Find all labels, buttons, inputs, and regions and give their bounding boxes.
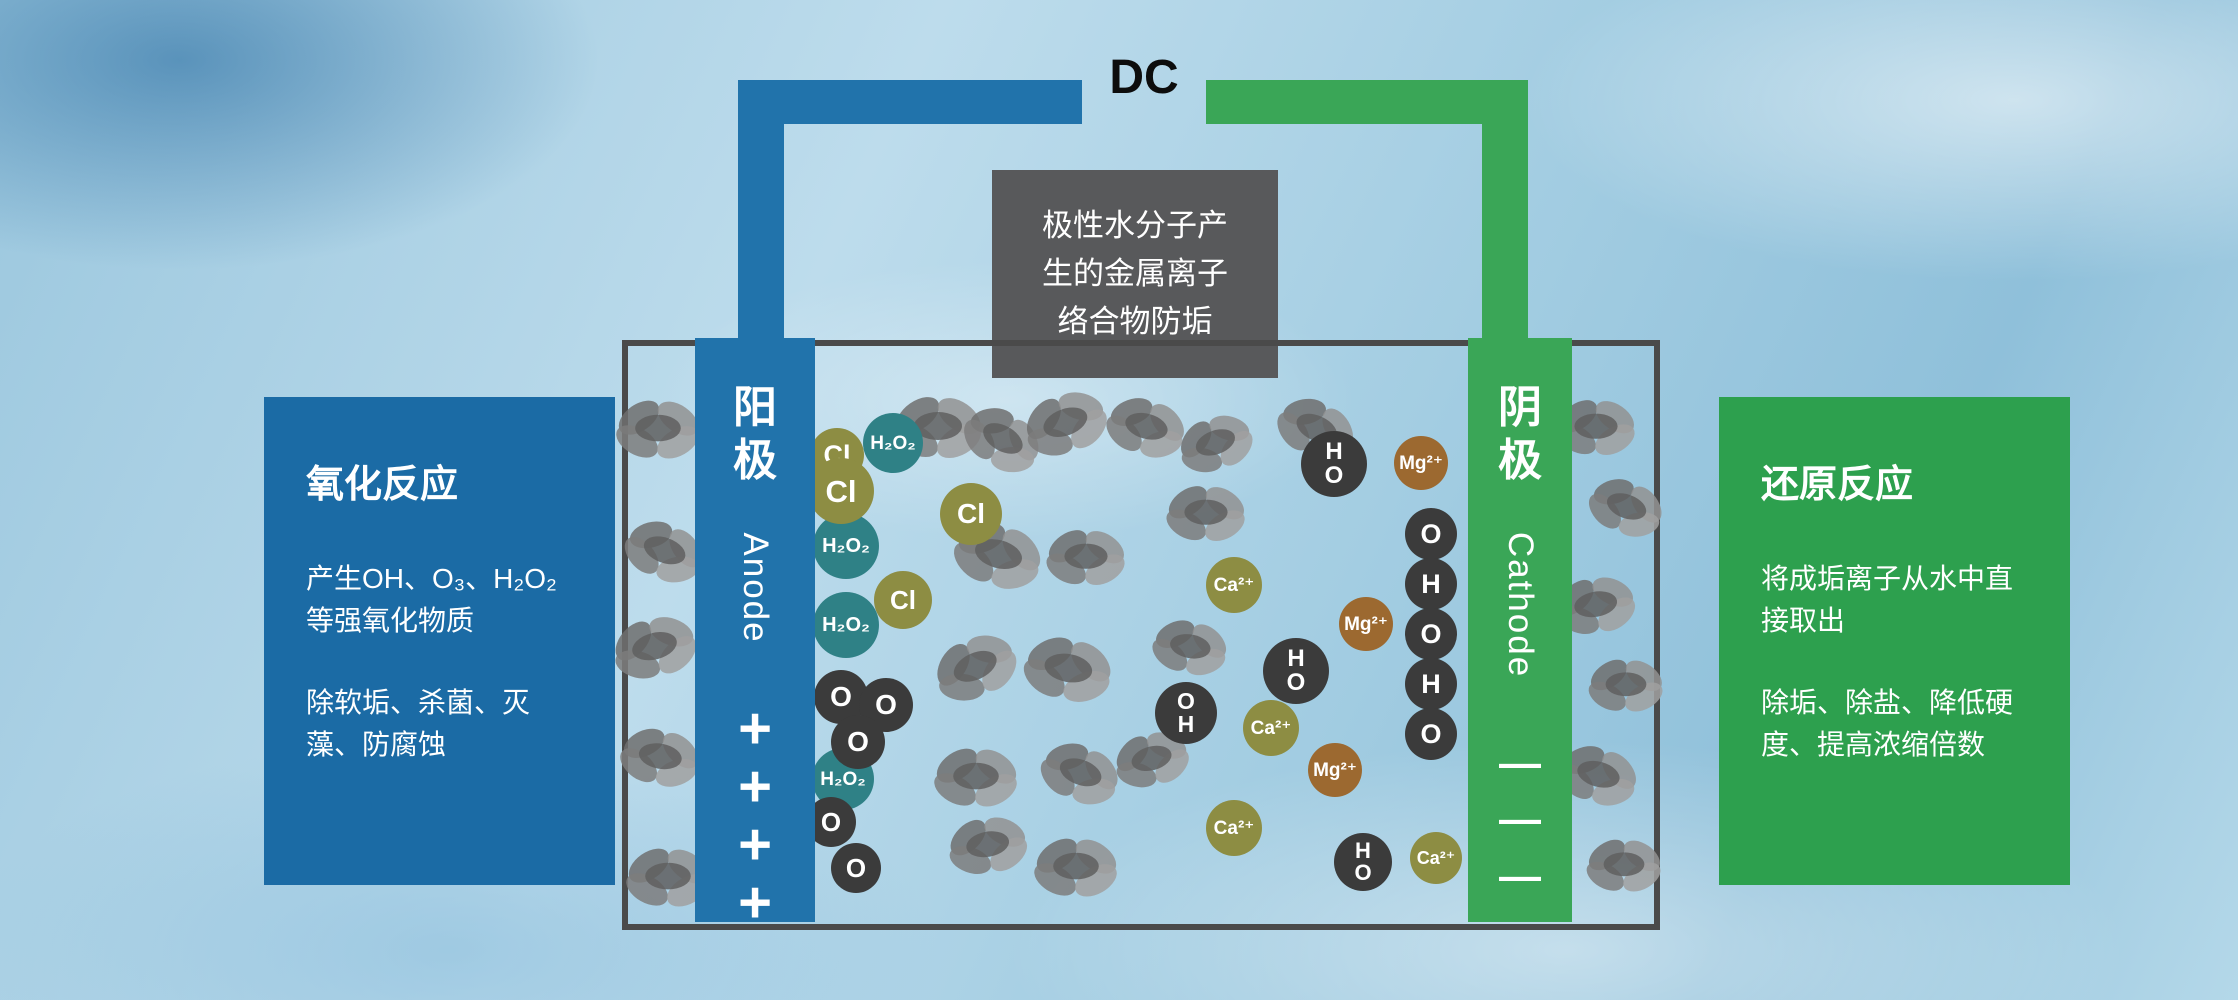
electrode-symbol: + [738, 753, 772, 819]
dc-wire-cathode-horizontal [1206, 80, 1528, 124]
oxidation-panel: 氧化反应 产生OH、O₃、H₂O₂等强氧化物质 除软垢、杀菌、灭藻、防腐蚀 [264, 397, 615, 885]
reduction-panel: 还原反应 将成垢离子从水中直接取出 除垢、除盐、降低硬度、提高浓缩倍数 [1719, 397, 2070, 885]
anode-electrode: 阳极 Anode ++++ [695, 338, 815, 922]
cathode-minus-symbols: — — — — [1499, 735, 1541, 922]
oxidation-title: 氧化反应 [306, 464, 459, 506]
anode-label-en-wrap: Anode [695, 488, 815, 688]
electrode-symbol: — [1499, 795, 1541, 843]
note-box: 极性水分子产 生的金属离子 络合物防垢 [992, 170, 1278, 378]
dc-wire-anode-horizontal [738, 80, 1082, 124]
dc-wire-anode-vertical [738, 80, 784, 346]
dc-label: DC [1109, 51, 1179, 104]
oxidation-body-2: 除软垢、杀菌、灭藻、防腐蚀 [306, 687, 531, 760]
reduction-title: 还原反应 [1761, 464, 1914, 506]
note-text: 极性水分子产 生的金属离子 络合物防垢 [1042, 207, 1228, 340]
cathode-label-en-wrap: Cathode [1468, 488, 1572, 723]
electrode-symbol: — [1499, 738, 1541, 786]
reduction-body-1: 将成垢离子从水中直接取出 [1761, 563, 2014, 636]
electrode-symbol: + [738, 869, 772, 922]
electrode-symbol: + [738, 811, 772, 877]
dc-wire-cathode-vertical [1482, 80, 1528, 346]
electrode-symbol: — [1499, 905, 1541, 922]
electrode-symbol: — [1499, 851, 1541, 899]
reduction-body-2: 除垢、除盐、降低硬度、提高浓缩倍数 [1761, 687, 2014, 760]
anode-label-cn: 阳极 [733, 383, 777, 485]
cathode-electrode: 阴极 Cathode — — — — [1468, 338, 1572, 922]
cathode-label-en: Cathode [1501, 531, 1540, 679]
anode-label-en: Anode [736, 531, 775, 644]
oxidation-body-1: 产生OH、O₃、H₂O₂等强氧化物质 [306, 563, 557, 636]
electrode-symbol: + [738, 695, 772, 761]
cathode-label-cn: 阴极 [1498, 383, 1542, 485]
anode-plus-symbols: ++++ [738, 695, 772, 922]
